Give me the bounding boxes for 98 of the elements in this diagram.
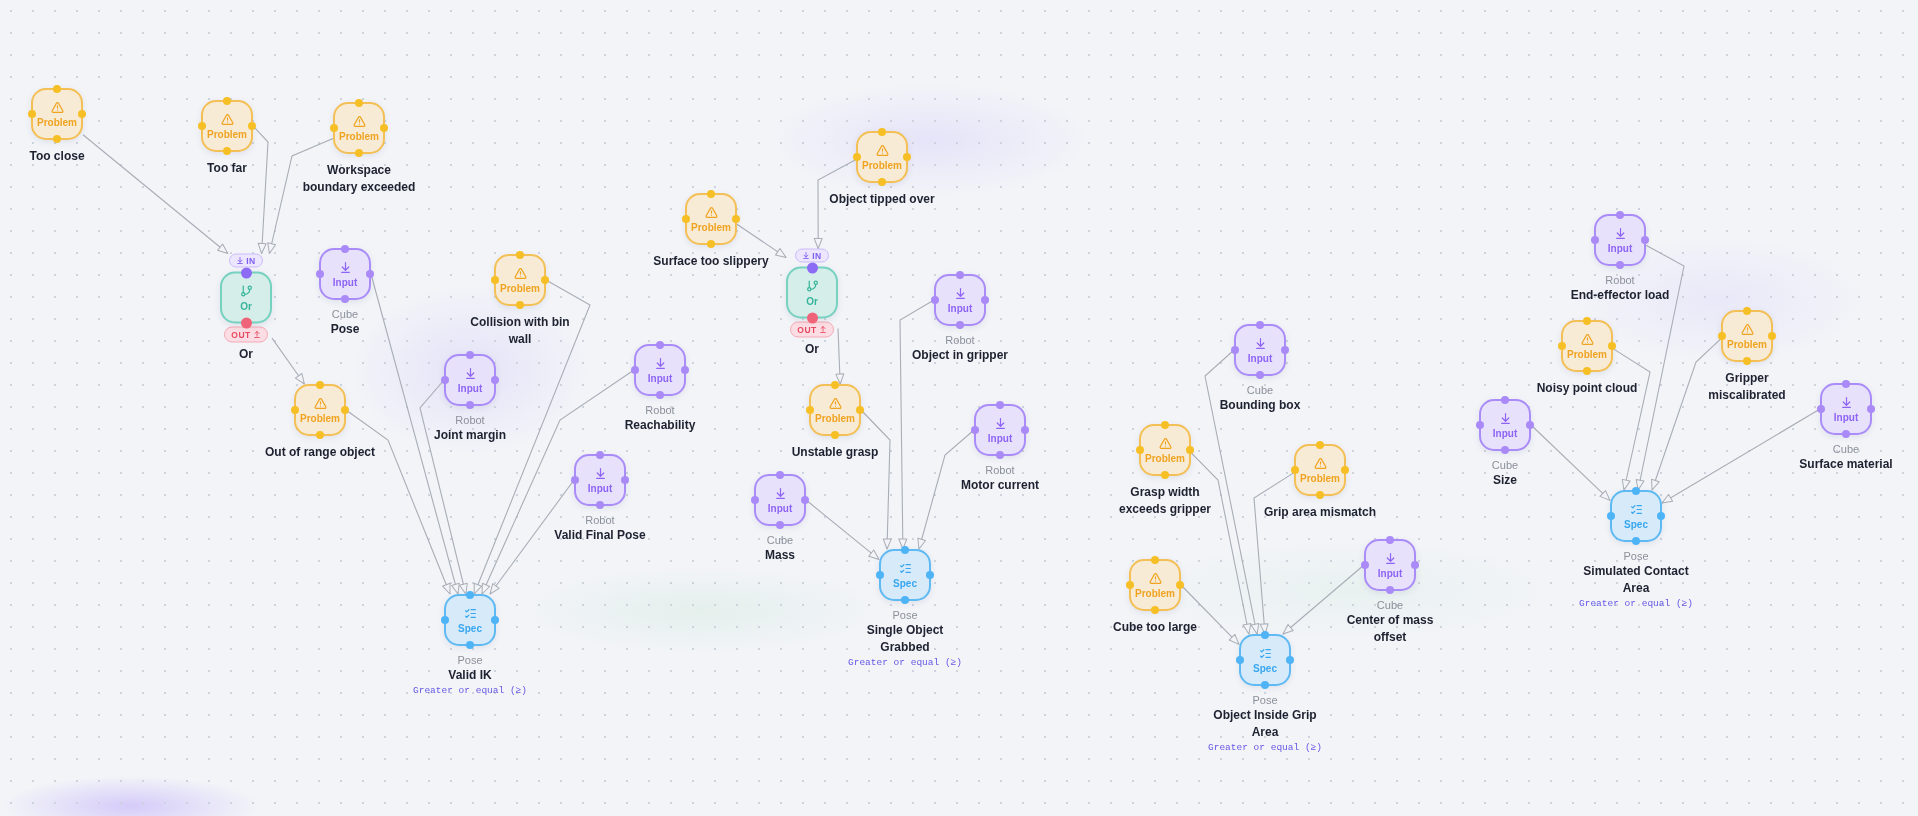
node-category-label: Cube <box>1246 384 1274 397</box>
node-title: Or <box>239 345 253 363</box>
node-type-label: Problem <box>207 128 247 140</box>
arrow <box>1635 244 1685 491</box>
arrow <box>271 337 305 385</box>
node-title: Surface material <box>1799 456 1893 473</box>
node-title: Valid IK <box>448 667 492 684</box>
arrow <box>267 137 334 255</box>
node-type-label: Input <box>647 372 673 384</box>
node-type-label: Problem <box>300 412 340 424</box>
node-title: Out of range object <box>265 444 375 461</box>
node-title: Gripper miscalibrated <box>1707 370 1787 404</box>
node-title: Center of mass offset <box>1345 612 1435 646</box>
node-type-label: Problem <box>1567 348 1607 360</box>
node-type-label: Input <box>1833 411 1859 423</box>
node-type-label: Problem <box>500 282 540 294</box>
node-type-label: Spec <box>1253 662 1277 674</box>
node-category-label: Cube <box>1376 599 1404 612</box>
arrow <box>1190 452 1252 635</box>
node-type-label: Problem <box>1727 338 1767 350</box>
port-label: IN <box>812 250 822 261</box>
node-type-label: Problem <box>339 130 379 142</box>
node-category-label: Cube <box>1491 459 1519 472</box>
node-title: Motor current <box>961 477 1039 494</box>
arrow <box>736 223 787 258</box>
node-category-label: Pose <box>1623 550 1649 563</box>
node-category-label: Robot <box>985 464 1015 477</box>
node-title: Collision with bin wall <box>469 314 571 348</box>
node-category-label: Robot <box>455 414 485 427</box>
port-label: OUT <box>231 329 251 340</box>
node-title: End-effector load <box>1570 287 1670 304</box>
node-category-label: Robot <box>1605 274 1635 287</box>
node-type-label: Input <box>767 502 793 514</box>
node-type-label: Or <box>240 300 252 311</box>
node-title: Simulated Contact Area <box>1582 563 1690 597</box>
node-title: Object in gripper <box>912 347 1008 364</box>
node-title: Object Inside Grip Area <box>1212 707 1318 741</box>
node-type-label: Problem <box>1135 587 1175 599</box>
node-type-label: Spec <box>1624 518 1648 530</box>
arrow <box>835 328 845 385</box>
node-type-label: Spec <box>458 622 482 634</box>
node-category-label: Pose <box>457 654 483 667</box>
node-type-label: Problem <box>37 116 77 128</box>
node-type-label: Input <box>1492 427 1518 439</box>
node-title: Too far <box>207 160 247 177</box>
node-type-label: Input <box>1377 567 1403 579</box>
node-type-label: Or <box>806 295 818 306</box>
node-title: Noisy point cloud <box>1536 380 1638 397</box>
node-type-label: Input <box>457 382 483 394</box>
node-title: Valid Final Pose <box>554 527 646 544</box>
node-type-label: Input <box>1247 352 1273 364</box>
comparison-note: Greater or equal (≥) <box>848 656 962 670</box>
node-type-label: Problem <box>1300 472 1340 484</box>
node-title: Joint margin <box>434 427 506 444</box>
node-title: Unstable grasp <box>791 444 879 461</box>
node-category-label: Pose <box>1252 694 1278 707</box>
node-title: Or <box>805 340 819 358</box>
port-label: OUT <box>797 324 817 335</box>
node-title: Reachability <box>624 417 696 434</box>
node-title: Pose <box>330 321 360 338</box>
node-title: Workspace boundary exceeded <box>301 162 417 196</box>
arrow <box>813 159 857 250</box>
comparison-note: Greater or equal (≥) <box>413 684 527 698</box>
node-type-label: Input <box>332 276 358 288</box>
node-title: Size <box>1493 472 1517 489</box>
node-title: Too close <box>29 148 85 165</box>
arrow <box>1612 348 1651 491</box>
node-title: Single Object Grabbed <box>865 622 945 656</box>
arrow <box>82 134 229 255</box>
comparison-note: Greater or equal (≥) <box>1208 741 1322 755</box>
node-category-label: Pose <box>892 609 918 622</box>
node-title: Mass <box>765 547 795 564</box>
node-type-label: Problem <box>862 159 902 171</box>
node-category-label: Cube <box>1832 443 1860 456</box>
node-category-label: Cube <box>331 308 359 321</box>
node-category-label: Robot <box>585 514 615 527</box>
node-type-label: Spec <box>893 577 917 589</box>
node-category-label: Robot <box>945 334 975 347</box>
arrow <box>473 279 591 595</box>
arrow <box>1204 349 1260 635</box>
node-title: Cube too large <box>1113 619 1197 636</box>
node-type-label: Problem <box>815 412 855 424</box>
node-type-label: Problem <box>1145 452 1185 464</box>
arrow <box>1651 338 1722 491</box>
node-category-label: Cube <box>766 534 794 547</box>
node-type-label: Problem <box>691 221 731 233</box>
node-title: Object tipped over <box>829 191 935 208</box>
node-title: Surface too slippery <box>653 253 769 270</box>
node-type-label: Input <box>947 302 973 314</box>
port-label: IN <box>246 255 256 266</box>
node-title: Grip area mismatch <box>1263 504 1377 521</box>
comparison-note: Greater or equal (≥) <box>1579 597 1693 611</box>
node-type-label: Input <box>1607 242 1633 254</box>
node-type-label: Input <box>987 432 1013 444</box>
node-type-label: Input <box>587 482 613 494</box>
node-title: Bounding box <box>1219 397 1301 414</box>
node-title: Grasp width exceeds gripper <box>1117 484 1212 518</box>
node-category-label: Robot <box>645 404 675 417</box>
